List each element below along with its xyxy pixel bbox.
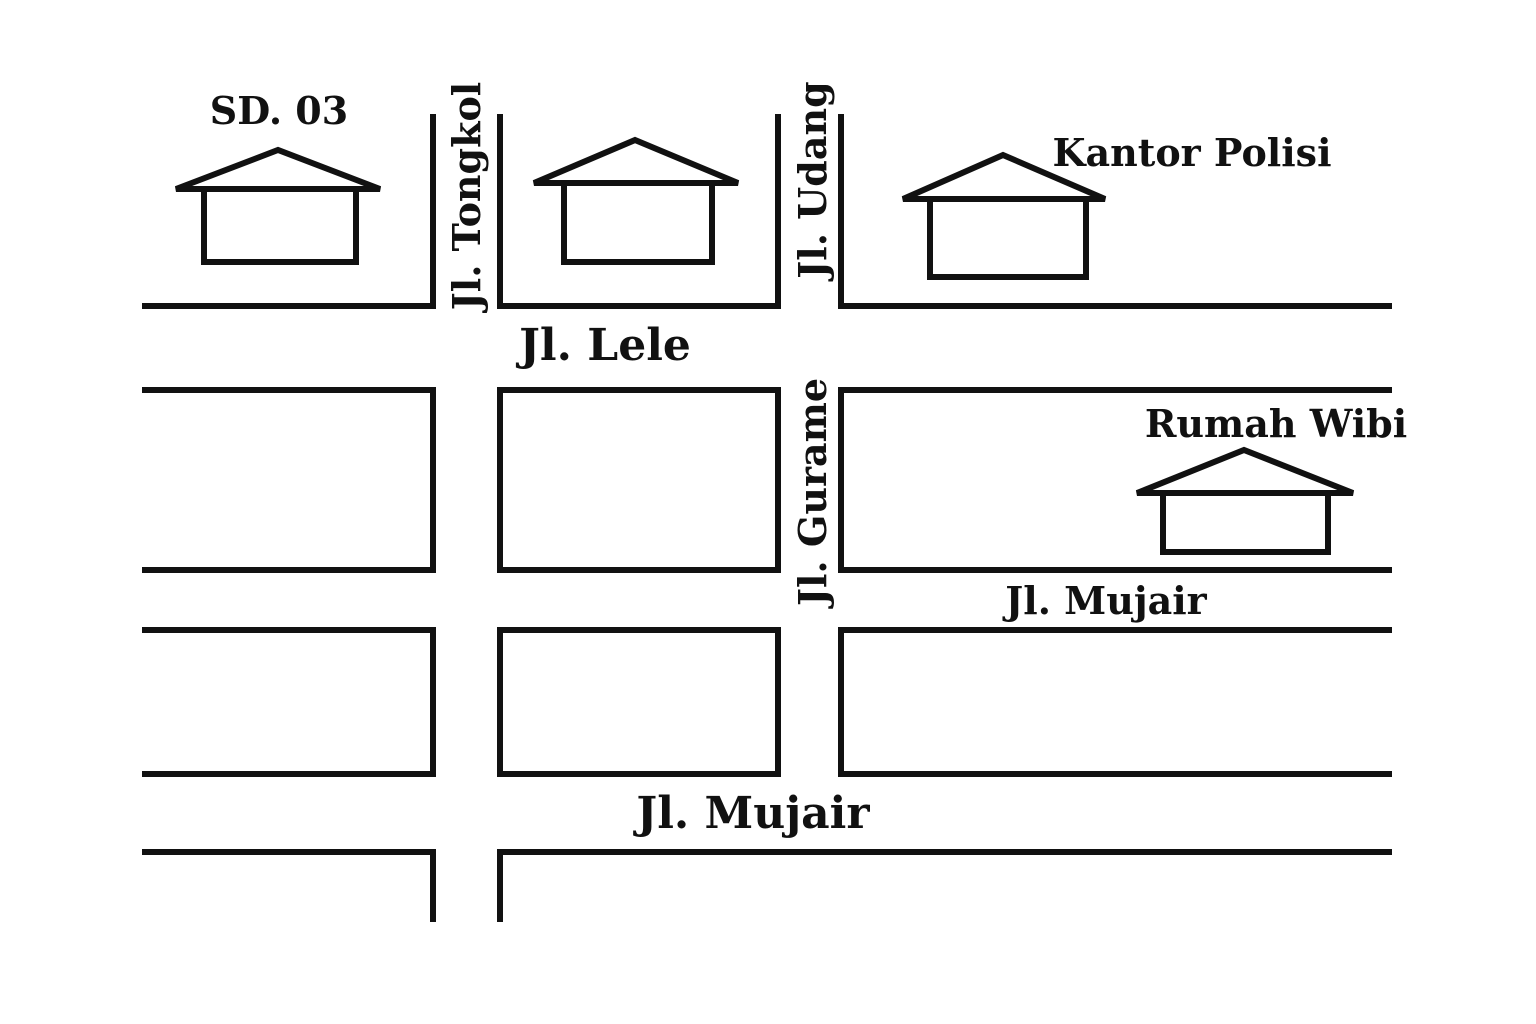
block-row3-middle — [497, 627, 781, 777]
street-label-udang: Jl. Udang — [790, 81, 835, 281]
block-row2-left — [142, 387, 436, 573]
block-top-middle-edge — [497, 114, 781, 309]
street-label-mujair-lower: Jl. Mujair — [632, 788, 870, 839]
block-bottom-left-edge — [142, 849, 436, 922]
block-row3-right — [838, 627, 1392, 777]
block-row3-left — [142, 627, 436, 777]
street-label-tongkol: Jl. Tongkol — [444, 82, 489, 313]
block-row2-right — [838, 387, 1392, 573]
street-label-lele: Jl. Lele — [515, 320, 691, 371]
street-label-mujair-upper: Jl. Mujair — [1002, 578, 1207, 623]
block-top-right-edge — [838, 114, 1392, 309]
street-label-gurame: Jl. Gurame — [790, 378, 835, 609]
school-label: SD. 03 — [210, 88, 348, 133]
block-top-left-edge — [142, 114, 436, 309]
road-edges — [142, 114, 1392, 922]
block-row2-middle — [497, 387, 781, 573]
block-bottom-right-edge — [497, 849, 1392, 922]
police-station-label: Kantor Polisi — [1052, 130, 1331, 175]
police-station-building-icon — [901, 151, 1107, 280]
wibi-house-label: Rumah Wibi — [1145, 401, 1407, 446]
school-building-icon — [174, 146, 382, 265]
house-building-icon — [532, 136, 740, 265]
wibi-house-building-icon — [1135, 446, 1355, 555]
